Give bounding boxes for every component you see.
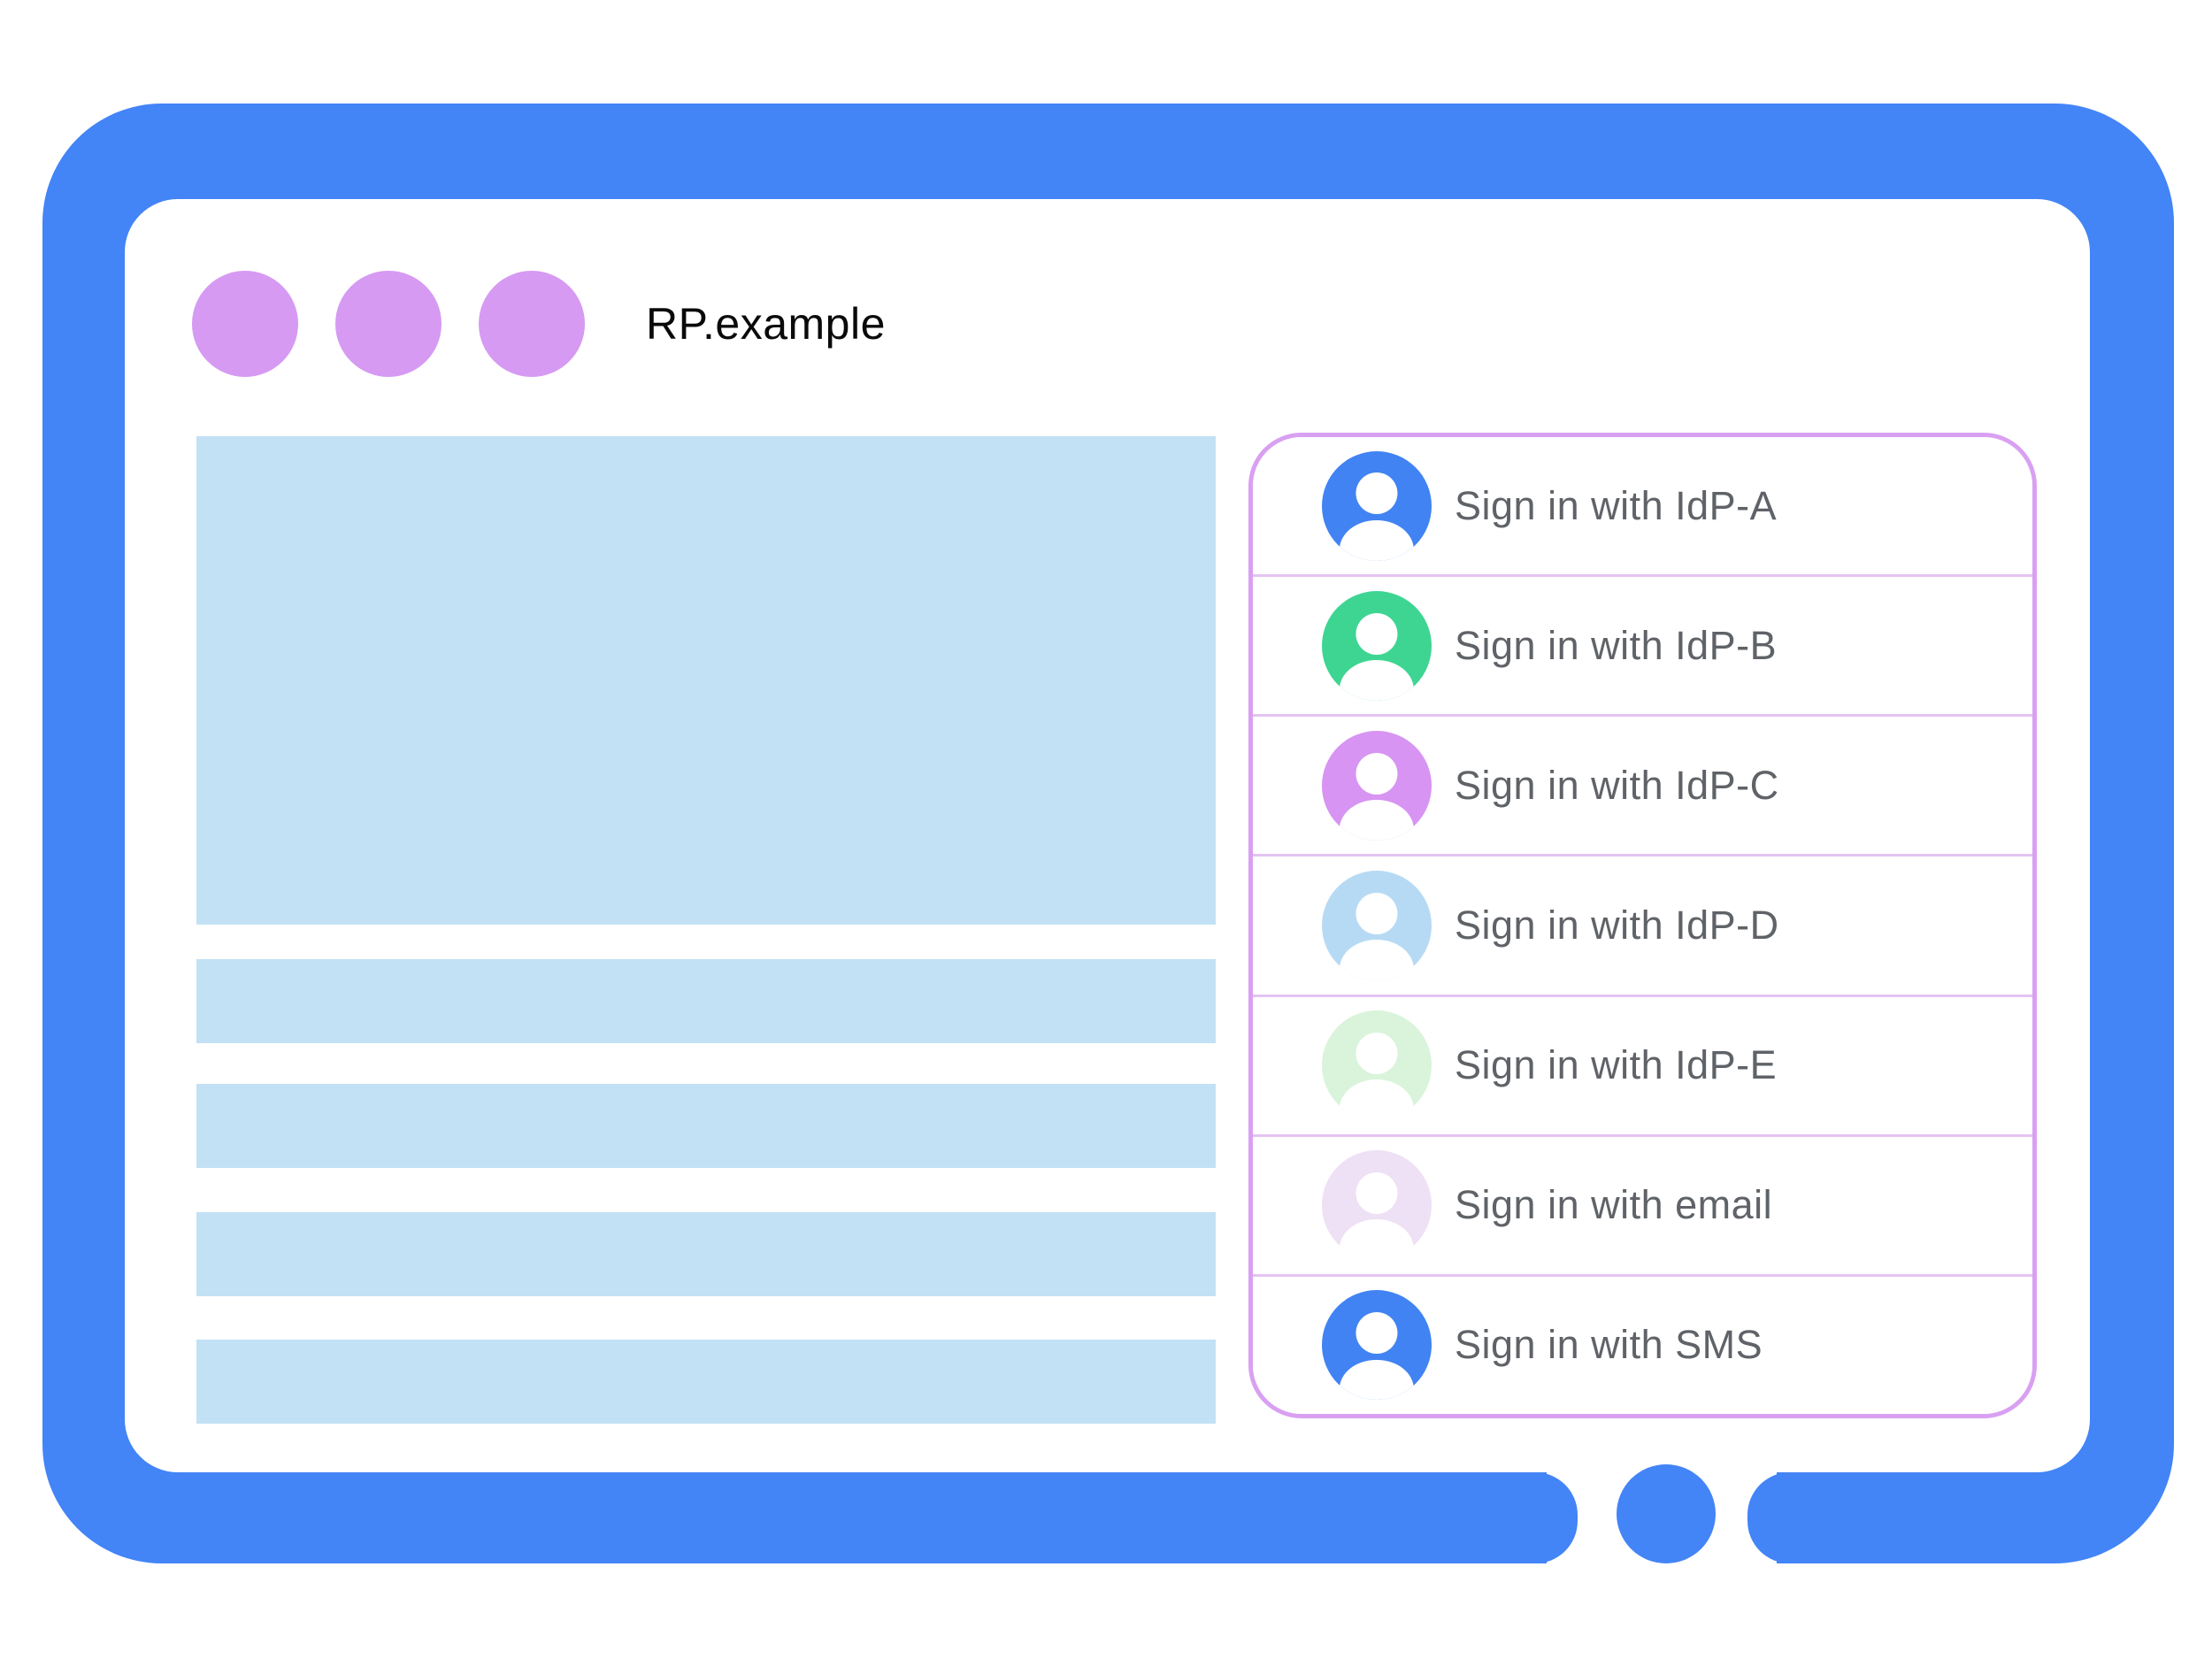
window-titlebar: RP.example	[125, 199, 2090, 433]
sign-in-option-label: Sign in with IdP-A	[1455, 482, 1778, 528]
sign-in-option-label: Sign in with SMS	[1455, 1322, 1763, 1368]
browser-window: RP.example Sign in with IdP-A Sign in wi…	[125, 199, 2090, 1472]
sign-in-option[interactable]: Sign in with IdP-B	[1253, 574, 2032, 715]
tablet-frame: RP.example Sign in with IdP-A Sign in wi…	[42, 104, 2174, 1563]
person-icon	[1322, 450, 1432, 561]
sign-in-option-label: Sign in with email	[1455, 1182, 1773, 1228]
sign-in-option-label: Sign in with IdP-D	[1455, 902, 1779, 948]
window-control-dot[interactable]	[335, 271, 442, 377]
content-placeholder-line	[196, 1084, 1216, 1168]
bezel-cap-right	[1747, 1472, 1832, 1563]
sign-in-option[interactable]: Sign in with IdP-C	[1253, 714, 2032, 855]
sign-in-option[interactable]: Sign in with SMS	[1253, 1273, 2032, 1414]
person-icon	[1322, 870, 1432, 980]
person-icon	[1322, 1010, 1432, 1121]
sign-in-option[interactable]: Sign in with IdP-A	[1253, 437, 2032, 575]
sign-in-option-label: Sign in with IdP-C	[1455, 762, 1779, 808]
window-control-dot[interactable]	[192, 271, 298, 377]
content-placeholder-line	[196, 1340, 1216, 1424]
sign-in-option[interactable]: Sign in with IdP-E	[1253, 994, 2032, 1134]
content-placeholder-line	[196, 959, 1216, 1043]
sign-in-option[interactable]: Sign in with email	[1253, 1133, 2032, 1274]
sign-in-option[interactable]: Sign in with IdP-D	[1253, 854, 2032, 995]
sign-in-option-label: Sign in with IdP-E	[1455, 1042, 1778, 1088]
sign-in-option-label: Sign in with IdP-B	[1455, 622, 1778, 668]
home-button[interactable]	[1617, 1464, 1716, 1563]
person-icon	[1322, 730, 1432, 841]
person-icon	[1322, 590, 1432, 701]
content-placeholder-line	[196, 1212, 1216, 1296]
window-control-dot[interactable]	[479, 271, 585, 377]
content-placeholder-hero	[196, 436, 1216, 925]
person-icon	[1322, 1150, 1432, 1261]
bezel-cap-left	[1494, 1472, 1578, 1563]
sign-in-panel: Sign in with IdP-A Sign in with IdP-B Si…	[1248, 433, 2037, 1418]
page-title: RP.example	[646, 299, 886, 349]
person-icon	[1322, 1290, 1432, 1401]
